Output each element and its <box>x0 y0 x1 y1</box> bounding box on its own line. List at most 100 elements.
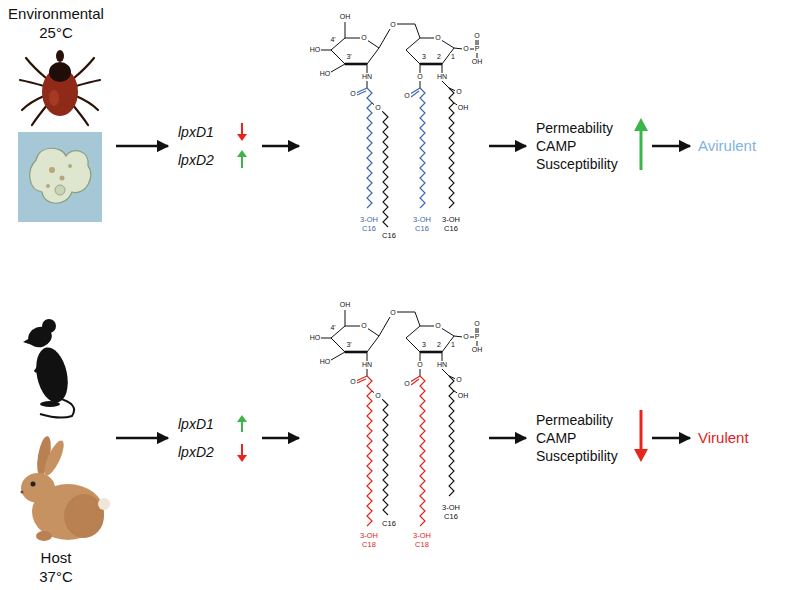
atom-label: 4' <box>329 36 336 44</box>
bond-line <box>367 48 379 64</box>
illustration-part <box>49 62 71 82</box>
amoeba-illustration <box>18 132 102 222</box>
acyl-chain <box>383 112 388 227</box>
node-text: Environmental <box>8 4 104 23</box>
flow-arrow <box>652 437 690 440</box>
atom-label: HO <box>309 46 322 54</box>
mouse-illustration <box>23 319 74 418</box>
chain-label: 3-OH C16 <box>357 216 381 233</box>
atom-label: O <box>389 21 396 29</box>
bond-line <box>420 352 421 361</box>
atom-label: HN <box>436 73 448 81</box>
atom-label: 1 <box>450 341 456 349</box>
atom-label: OH <box>339 13 352 21</box>
bond-line <box>442 352 443 361</box>
illustration-part <box>68 164 72 168</box>
bond-line <box>345 22 346 38</box>
chain-label: C16 <box>377 520 401 529</box>
illustration-part <box>237 455 247 462</box>
change-arrows <box>237 118 648 462</box>
gene-node: lpxD1lpxD2 <box>172 410 258 472</box>
acyl-chain <box>411 379 419 385</box>
illustration-part <box>21 473 55 503</box>
atom-label: HN <box>361 73 373 81</box>
atom-label: O <box>455 376 462 384</box>
illustration-part <box>76 80 100 86</box>
node-text: Virulent <box>698 426 780 450</box>
illustration-part <box>18 132 102 222</box>
illustration-part <box>60 176 65 181</box>
atom-label: O <box>473 320 480 328</box>
node-text: lpxD1 <box>178 410 258 438</box>
illustration-part <box>55 185 65 195</box>
illustration-part <box>640 410 643 450</box>
acyl-chain <box>420 88 425 208</box>
acyl-chain <box>357 91 366 95</box>
illustration-part <box>72 104 88 125</box>
bond-line <box>367 64 368 73</box>
flow-arrow <box>489 145 526 148</box>
atom-label: O <box>403 92 410 100</box>
bond-line <box>345 63 367 66</box>
atom-label: O <box>416 361 423 369</box>
bond-line <box>406 38 420 50</box>
illustration-part <box>42 319 56 333</box>
node-text: 25°C <box>39 23 73 42</box>
bond-line <box>406 338 420 352</box>
illustration-part <box>237 134 247 141</box>
lipid-a-structure <box>320 22 478 526</box>
illustration-part <box>241 156 243 168</box>
illustration-part <box>241 444 243 456</box>
illustration-part <box>241 123 243 135</box>
illustration-part <box>40 401 60 407</box>
illustration-part <box>634 118 648 131</box>
bond-line <box>345 351 367 354</box>
bond-line <box>372 103 383 112</box>
gene-node: lpxD1lpxD2 <box>172 118 258 180</box>
node-text: 37°C <box>39 567 73 586</box>
acyl-chain <box>449 376 454 496</box>
node-text: lpxD2 <box>178 146 258 174</box>
illustration-part <box>634 449 648 462</box>
struct-node: 3-OH C16C163-OH C163-OH C16 <box>303 12 485 248</box>
lipid-a-molecule <box>320 310 478 526</box>
acyl-chain <box>367 376 372 526</box>
illustration-part <box>21 491 24 494</box>
acyl-chain <box>420 376 425 526</box>
node-text: Host <box>41 548 72 567</box>
atom-label: 2 <box>436 53 442 61</box>
atom-label: O <box>349 90 356 98</box>
atom-label: 3 <box>421 53 427 61</box>
acyl-chain <box>367 88 372 208</box>
acyl-chain <box>449 88 454 208</box>
bond-line <box>320 338 331 339</box>
illustration-part <box>31 482 36 487</box>
atom-label: HN <box>436 361 448 369</box>
node-text: CAMP <box>536 429 642 447</box>
bond-line <box>331 64 345 72</box>
illustration-part <box>30 148 91 203</box>
flow-arrow <box>262 437 299 440</box>
acyl-chain <box>357 379 366 383</box>
acyl-chain <box>383 400 388 515</box>
atom-label: HO <box>309 334 322 342</box>
illustration-part <box>36 531 52 541</box>
chain-label: 3-OH C18 <box>357 532 381 549</box>
illustration-part <box>56 50 64 62</box>
illustration-part <box>237 415 247 422</box>
bond-line <box>406 326 420 338</box>
chain-label: 3-OH C16 <box>410 216 434 233</box>
pheno-node: PermeabilityCAMPSusceptibility <box>530 408 648 468</box>
illustration-part <box>22 96 44 110</box>
flow-arrow <box>652 145 690 148</box>
atom-label: O <box>374 104 381 112</box>
acyl-chain <box>356 88 367 93</box>
chain-label: 3-OH C16 <box>439 216 463 233</box>
atom-label: 4' <box>329 324 336 332</box>
acyl-chain <box>356 376 367 381</box>
atom-label: HO <box>319 70 332 78</box>
bond-line <box>331 50 345 64</box>
bond-line <box>420 369 421 376</box>
